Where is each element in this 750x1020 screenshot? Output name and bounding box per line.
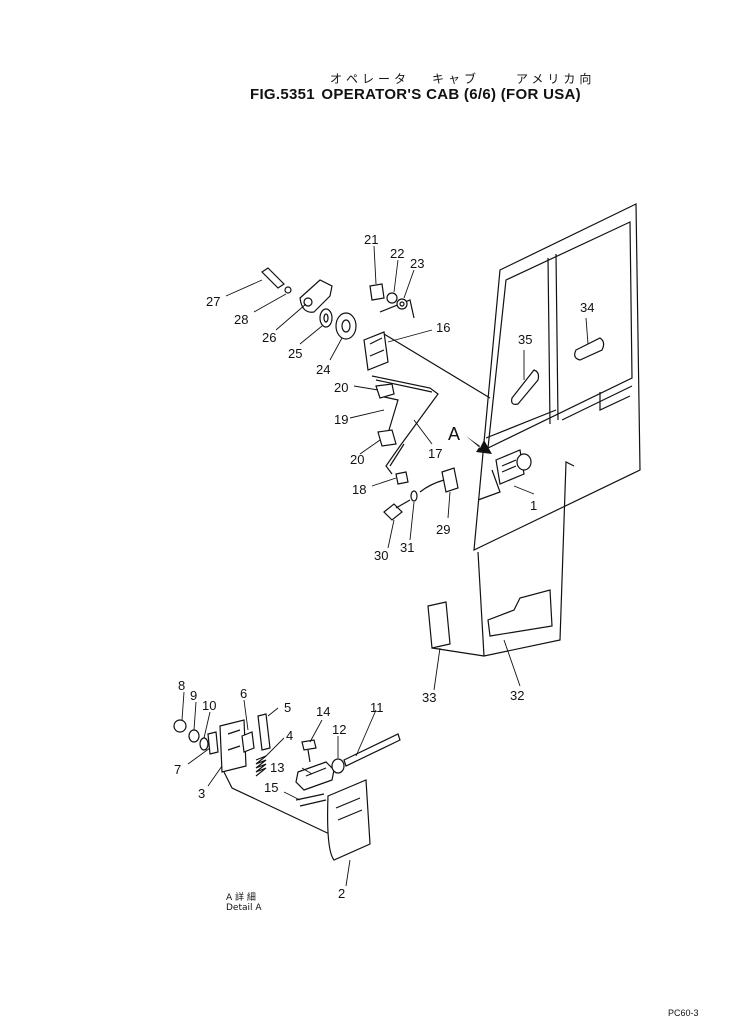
clip-lower <box>377 429 397 447</box>
part-number-27: 27 <box>206 294 220 309</box>
part-number-19: 19 <box>334 412 348 427</box>
part-number-20-upper: 20 <box>334 380 348 395</box>
cab-door <box>473 203 641 657</box>
view-arrow <box>466 436 492 454</box>
part-number-14: 14 <box>316 704 330 719</box>
cover-plate <box>427 601 451 649</box>
part-number-22: 22 <box>390 246 404 261</box>
part-number-1: 1 <box>530 498 537 513</box>
part-number-9: 9 <box>190 688 197 703</box>
part-number-18: 18 <box>352 482 366 497</box>
detail-a-assembly <box>173 713 401 861</box>
part-number-26: 26 <box>262 330 276 345</box>
detail-a-label: A 詳 細 Detail A <box>226 893 262 913</box>
part-number-35: 35 <box>518 332 532 347</box>
callouts: 1 2 3 4 5 6 7 8 9 10 11 12 13 14 15 16 1… <box>174 232 594 901</box>
part-number-15: 15 <box>264 780 278 795</box>
part-number-10: 10 <box>202 698 216 713</box>
view-marker-a: A <box>448 424 460 444</box>
part-number-11: 11 <box>370 700 384 715</box>
part-number-17: 17 <box>428 446 442 461</box>
figure-number: FIG.5351 <box>250 86 315 103</box>
lever-assembly <box>363 299 491 399</box>
part-number-20-lower: 20 <box>350 452 364 467</box>
part-number-30: 30 <box>374 548 388 563</box>
detail-label-english: Detail A <box>226 903 262 913</box>
part-number-31: 31 <box>400 540 414 555</box>
detail-label-japanese: A 詳 細 <box>226 893 256 903</box>
part-number-29: 29 <box>436 522 450 537</box>
part-number-16: 16 <box>436 320 450 335</box>
part-number-33: 33 <box>422 690 436 705</box>
part-number-34: 34 <box>580 300 594 315</box>
page-code: PC60-3 <box>668 1008 699 1018</box>
jp-title-usa: アメリカ向 <box>516 72 596 86</box>
rod <box>371 375 439 475</box>
part-number-28: 28 <box>234 312 248 327</box>
part-number-21: 21 <box>364 232 378 247</box>
part-number-2: 2 <box>338 886 345 901</box>
part-number-25: 25 <box>288 346 302 361</box>
jp-title-operator: オペレータ <box>330 72 411 86</box>
part-number-8: 8 <box>178 678 185 693</box>
part-number-4: 4 <box>286 728 293 743</box>
part-number-32: 32 <box>510 688 524 703</box>
figure-caption: OPERATOR'S CAB (6/6) (FOR USA) <box>321 86 581 103</box>
link-rod <box>379 395 399 441</box>
figure-title: FIG.5351 OPERATOR'S CAB (6/6) (FOR USA) <box>250 86 583 103</box>
part-number-24: 24 <box>316 362 330 377</box>
part-number-23: 23 <box>410 256 424 271</box>
part-number-13: 13 <box>270 760 284 775</box>
jp-title-cab: キャブ <box>432 72 481 86</box>
part-number-3: 3 <box>198 786 205 801</box>
door-lock <box>495 449 532 485</box>
part-number-7: 7 <box>174 762 181 777</box>
part-number-12: 12 <box>332 722 346 737</box>
part-number-6: 6 <box>240 686 247 701</box>
clip-upper <box>375 383 395 399</box>
part-number-5: 5 <box>284 700 291 715</box>
